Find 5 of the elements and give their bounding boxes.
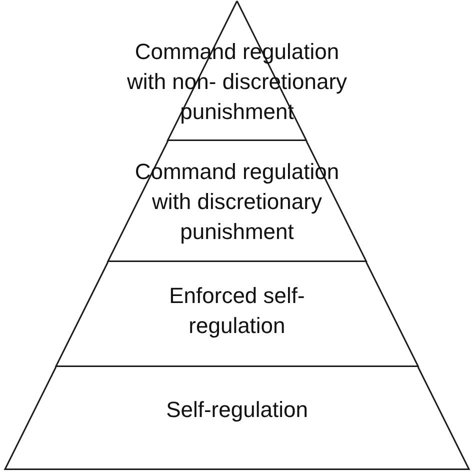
pyramid-tier xyxy=(5,367,469,470)
pyramid-tier xyxy=(56,262,418,367)
pyramid-tier xyxy=(108,141,366,262)
tier-label: Self-regulation xyxy=(165,396,309,424)
tier-label: Enforced self- regulation xyxy=(168,282,306,340)
